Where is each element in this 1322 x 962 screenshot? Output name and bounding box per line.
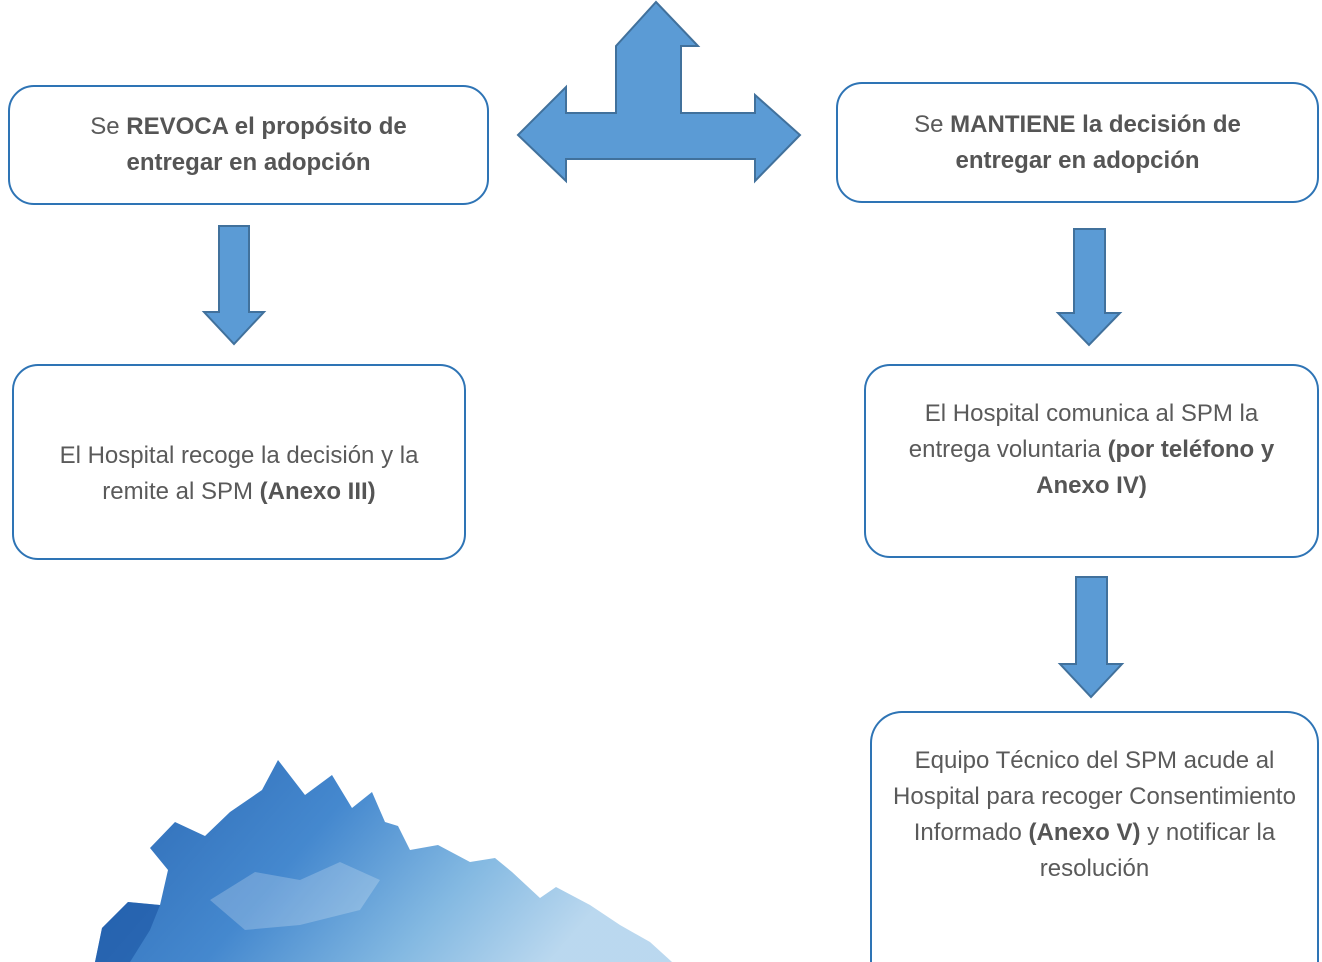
node-mantiene-prefix: Se (914, 110, 951, 138)
node-hospital-recoge: El Hospital recoge la decisión y la remi… (12, 364, 466, 560)
node-hospital-recoge-body: El Hospital recoge la decisión y la remi… (59, 442, 419, 505)
node-hospital-recoge-bold: (Anexo III) (259, 478, 376, 505)
node-hospital-comunica-bold: (por teléfono y Anexo IV) (1036, 436, 1275, 499)
node-hospital-recoge-text: El Hospital recoge la decisión y la remi… (34, 438, 444, 510)
down-arrow-left (201, 225, 267, 346)
node-revoca-prefix: Se (90, 113, 127, 140)
splash-shape (95, 760, 672, 962)
node-revoca-bold: REVOCA el propósito de entregar en adopc… (126, 113, 407, 176)
node-mantiene-text: Se MANTIENE la decisión de entregar en a… (878, 107, 1277, 179)
node-hospital-comunica-body: El Hospital comunica al SPM la entrega v… (908, 400, 1259, 463)
node-equipo-tecnico-bold: (Anexo V) (1028, 819, 1141, 846)
down-arrow-right-upper (1055, 228, 1123, 347)
node-mantiene-bold: MANTIENE la decisión de entregar en adop… (950, 110, 1241, 174)
splash-highlight (210, 862, 380, 930)
node-equipo-tecnico-suffix: y notificar la resolución (1039, 819, 1276, 882)
node-revoca: Se REVOCA el propósito de entregar en ad… (8, 85, 489, 205)
splash-edge (95, 902, 160, 962)
node-hospital-comunica-text: El Hospital comunica al SPM la entrega v… (886, 396, 1297, 504)
node-equipo-tecnico-text: Equipo Técnico del SPM acude al Hospital… (892, 743, 1297, 887)
node-revoca-text: Se REVOCA el propósito de entregar en ad… (50, 109, 447, 181)
three-way-arrow (516, 0, 802, 184)
down-arrow-right-lower (1057, 576, 1125, 699)
node-equipo-tecnico-body: Equipo Técnico del SPM acude al Hospital… (893, 747, 1296, 846)
node-equipo-tecnico: Equipo Técnico del SPM acude al Hospital… (870, 711, 1319, 962)
node-hospital-comunica: El Hospital comunica al SPM la entrega v… (864, 364, 1319, 558)
node-mantiene: Se MANTIENE la decisión de entregar en a… (836, 82, 1319, 203)
